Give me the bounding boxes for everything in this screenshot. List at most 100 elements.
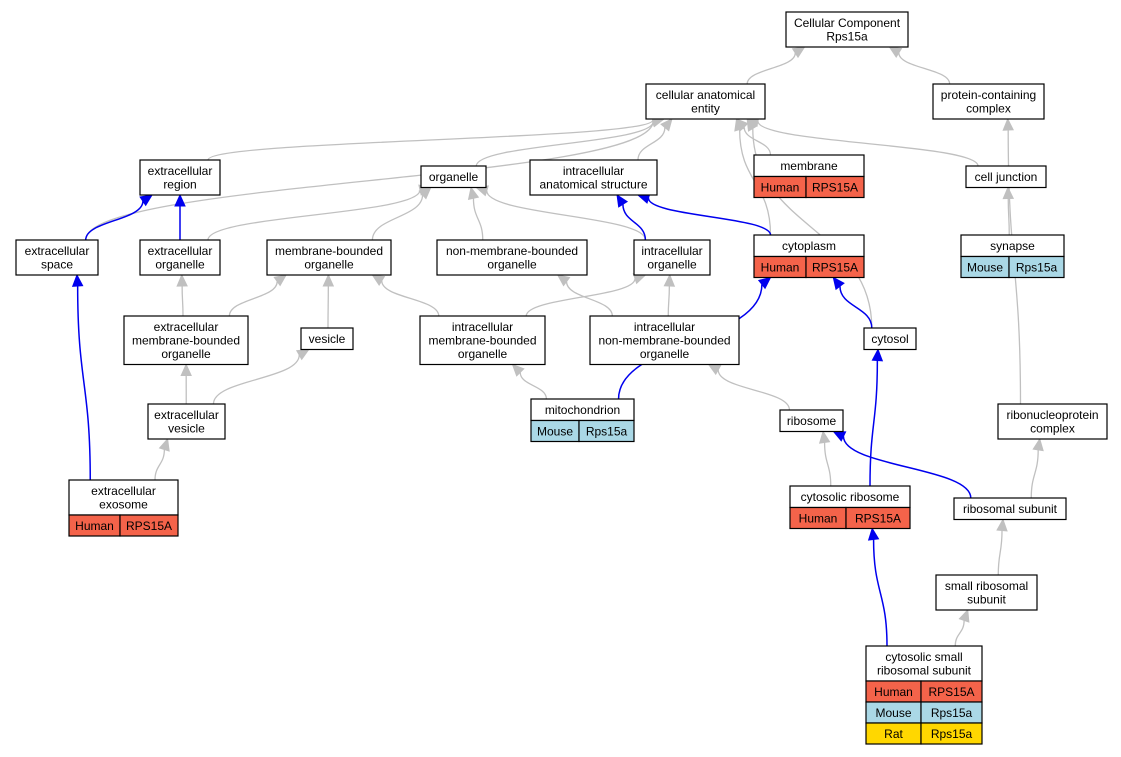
species-label: Human: [761, 181, 800, 195]
edge-arrowhead: [1032, 437, 1044, 452]
node-box: [645, 83, 766, 120]
edge-membrane-bounded-organelle-to-organelle: [371, 186, 432, 241]
node-box: [139, 159, 221, 196]
node-label: cytosol: [871, 332, 908, 346]
edge-ribosome-to-intracellular-nmbo: [707, 363, 791, 411]
species-label: Mouse: [537, 425, 573, 439]
edge-intracellular-nmbo-to-non-membrane-bounded-organelle: [556, 274, 613, 317]
node-box: [935, 574, 1038, 611]
edge-organelle-to-cae: [475, 116, 666, 167]
node-label: membrane-bounded: [275, 244, 383, 258]
edge-arrowhead: [511, 363, 525, 377]
edge-small-ribosomal-subunit-to-ribosomal-subunit: [996, 518, 1008, 576]
edge-arrowhead: [663, 273, 676, 287]
node-box: [589, 315, 740, 366]
node-label: ribosomal subunit: [877, 664, 972, 678]
node-box: [15, 239, 99, 276]
node-vesicle[interactable]: vesicle: [300, 327, 354, 351]
edge-extracellular-organelle-to-extracellular-region: [174, 193, 186, 240]
edge-arrowhead: [1002, 186, 1015, 200]
edge-line: [743, 126, 772, 156]
node-label: organelle: [161, 347, 211, 361]
node-label: organelle: [647, 258, 697, 272]
edge-arrowhead: [832, 276, 845, 291]
gene-cell: [920, 722, 983, 745]
edge-line: [519, 372, 548, 400]
node-box: [965, 165, 1047, 189]
node-box: [139, 239, 221, 276]
edge-intracellular-nmbo-to-intracellular-organelle: [663, 273, 676, 317]
edge-cytoplasm-to-intracellular-anatomical-structure: [636, 192, 772, 236]
node-label: vesicle: [168, 422, 205, 436]
edge-arrowhead: [996, 518, 1008, 532]
edge-arrowhead: [174, 193, 186, 207]
gene-cell: [805, 255, 865, 279]
edge-line: [565, 281, 613, 317]
node-cytosol[interactable]: cytosol: [863, 327, 917, 351]
edge-line: [486, 190, 647, 241]
edge-line: [84, 201, 144, 241]
edge-line: [997, 530, 1003, 576]
node-label: intracellular: [563, 164, 624, 178]
edge-extracellular-exosome-to-extracellular-vesicle: [154, 437, 170, 481]
edge-arrowhead: [322, 273, 335, 287]
edge-line: [954, 620, 965, 647]
node-label: complex: [966, 102, 1011, 116]
node-organelle[interactable]: organelle: [420, 165, 487, 189]
edge-line: [525, 278, 636, 317]
node-label: Rps15a: [826, 30, 868, 44]
edge-vesicle-to-membrane-bounded-organelle: [322, 273, 335, 329]
edge-line: [839, 286, 873, 329]
node-box: [147, 403, 226, 440]
edge-line: [622, 204, 647, 241]
edge-extracellular-organelle-to-organelle: [207, 184, 432, 241]
edge-intracellular-organelle-to-intracellular-anatomical-structure: [616, 193, 647, 241]
node-cell-junction[interactable]: cell junction: [965, 165, 1047, 189]
edge-arrowhead: [556, 274, 571, 287]
node-label: mitochondrion: [545, 403, 620, 417]
node-label: extracellular: [25, 244, 90, 258]
node-box: [865, 645, 983, 682]
node-label: intracellular: [452, 320, 513, 334]
edge-arrowhead: [467, 186, 480, 200]
gene-cell: [805, 175, 865, 199]
edge-arrowhead: [176, 273, 188, 287]
edge-cytosolic-small-ribosomal-subunit-to-cytosolic-ribosome: [867, 527, 888, 647]
edge-line: [842, 436, 972, 499]
node-ribosome[interactable]: ribosome: [779, 409, 844, 433]
edge-arrowhead: [958, 608, 970, 623]
node-label: cytoplasm: [782, 239, 836, 253]
node-label: non-membrane-bounded: [598, 334, 730, 348]
node-label: region: [163, 178, 196, 192]
edge-extracellular-mbo-to-membrane-bounded-organelle: [228, 274, 288, 317]
edge-extracellular-vesicle-to-extracellular-mbo: [180, 363, 192, 405]
edge-arrowhead: [616, 193, 629, 208]
node-label: small ribosomal: [945, 579, 1028, 593]
node-intracellular-nmbo[interactable]: intracellularnon-membrane-boundedorganel…: [589, 315, 740, 366]
node-ribosomal-subunit[interactable]: ribosomal subunit: [953, 497, 1067, 521]
node-label: organelle: [155, 258, 205, 272]
